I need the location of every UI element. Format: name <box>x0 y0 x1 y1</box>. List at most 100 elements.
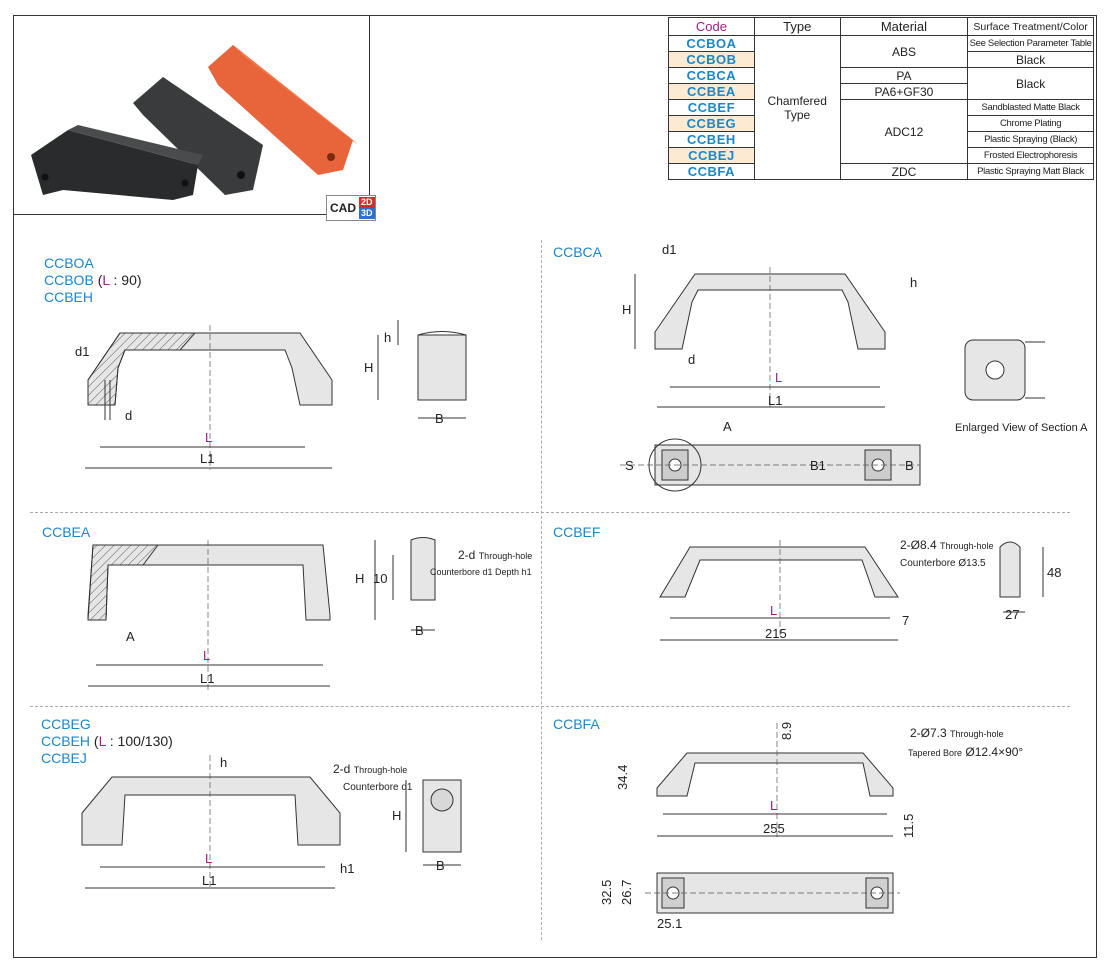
dim-L1: L1 <box>768 393 782 408</box>
row-divider <box>30 706 1070 707</box>
hole-small: Through-hole <box>478 551 533 561</box>
section5-side-view: H B <box>392 779 462 873</box>
dim-B: B <box>436 858 445 873</box>
hole-main: 2-d <box>333 762 351 776</box>
section6-hole-note: 2-Ø7.3 Through-hole <box>910 726 1004 740</box>
dim-8-9: 8.9 <box>779 722 794 740</box>
dim-215: 215 <box>765 626 787 641</box>
dim-L1: L1 <box>200 671 214 686</box>
header-material: Material <box>839 17 969 36</box>
dim-25-1: 25.1 <box>657 916 682 931</box>
code-cell: CCBEG <box>668 115 755 132</box>
dim-H: H <box>355 571 364 586</box>
material-abs: ABS <box>839 35 969 68</box>
table-row: CCBOB Black <box>668 51 1094 68</box>
section2-top-view: S B1 B A <box>620 419 921 492</box>
dim-34-4: 34.4 <box>615 765 630 790</box>
code-cell: CCBOA <box>668 35 755 52</box>
hole-small: Through-hole <box>353 765 408 775</box>
column-divider <box>541 240 542 940</box>
dim-L: L <box>775 370 782 385</box>
code-cell: CCBCA <box>668 67 755 84</box>
cad-badge[interactable]: CAD 2D 3D <box>326 195 376 221</box>
dim-L: L <box>770 798 777 813</box>
dim-B: B <box>905 458 914 473</box>
header-code: Code <box>668 17 755 36</box>
dim-32-5: 32.5 <box>599 880 614 905</box>
section-a-enlarged <box>964 339 1045 401</box>
dim-h1: h1 <box>340 861 354 876</box>
dim-L: L <box>770 603 777 618</box>
dim-h: h <box>384 330 391 345</box>
section4-front-view: L 215 7 <box>659 540 909 641</box>
dim-h: h <box>910 275 917 290</box>
section3-hole-note2: Counterbore d1 Depth h1 <box>430 567 532 577</box>
black-handle-front <box>31 125 203 200</box>
surface-cell: Sandblasted Matte Black <box>967 99 1094 116</box>
dim-d1: d1 <box>662 242 676 257</box>
surface-cell: Black <box>967 51 1094 68</box>
section1-note: ( <box>97 272 103 288</box>
section5-note: : 100/130) <box>109 733 173 749</box>
section1-code: CCBOB <box>44 272 94 288</box>
table-header-row: Code Type Material Surface Treatment/Col… <box>668 17 1094 36</box>
surface-cell: Plastic Spraying Matt Black <box>967 163 1094 180</box>
section2-title: CCBCA <box>553 244 603 260</box>
cad-3d[interactable]: 3D <box>359 208 375 219</box>
header-surface: Surface Treatment/Color <box>967 17 1094 36</box>
section6-top-view: 32.5 26.7 25.1 <box>599 872 900 931</box>
material-pa: PA <box>839 67 969 84</box>
material-adc: ADC12 <box>839 99 969 164</box>
surface-cell: Chrome Plating <box>967 115 1094 132</box>
dim-d: d <box>125 408 132 423</box>
section1-note: : 90) <box>113 272 142 288</box>
dim-L: L <box>205 851 212 866</box>
page-frame <box>13 15 1097 958</box>
section5-note-L: L <box>98 733 106 749</box>
section2-front-view: L L1 H h d d1 <box>622 242 917 408</box>
section1-code: CCBOA <box>44 255 94 271</box>
black-handle-back <box>133 77 263 195</box>
section6-title: CCBFA <box>553 716 600 732</box>
dim-10: 10 <box>373 571 387 586</box>
hole-main: 2-Ø7.3 <box>910 726 947 740</box>
dim-h: h <box>220 755 227 770</box>
dim-L1: L1 <box>202 873 216 888</box>
section1-code: CCBEH <box>44 289 94 305</box>
product-photo-box: CAD 2D 3D <box>13 15 376 221</box>
section6-hole-note2: Tapered Bore Ø12.4×90° <box>908 745 1023 759</box>
section5-front-view: L L1 h h1 <box>81 755 354 890</box>
dim-B: B <box>435 411 444 426</box>
section3-hole-note: 2-d Through-hole <box>458 548 532 562</box>
section-a-marker: A <box>723 419 732 434</box>
table-row: CCBEF ADC12 Sandblasted Matte Black <box>668 99 1094 164</box>
material-pagf: PA6+GF30 <box>839 83 969 100</box>
type-cell: Chamfered Type <box>753 35 841 180</box>
dim-B: B <box>415 623 424 638</box>
code-cell: CCBEJ <box>668 147 755 164</box>
dim-H: H <box>364 360 373 375</box>
section3-marker-a: A <box>126 629 135 644</box>
section3-title: CCBEA <box>42 524 91 540</box>
section5-title: CCBEG CCBEH (L : 100/130) CCBEJ <box>41 716 173 767</box>
code-cell: CCBFA <box>668 163 755 180</box>
dim-7: 7 <box>902 613 909 628</box>
code-cell: CCBEH <box>668 131 755 148</box>
hole-line2a: Tapered Bore <box>908 748 963 758</box>
product-photo <box>31 45 358 200</box>
orange-handle <box>208 45 358 175</box>
cad-2d[interactable]: 2D <box>359 197 375 208</box>
table-row: CCBEA PA6+GF30 <box>668 83 1094 100</box>
surface-cell: Frosted Electrophoresis <box>967 147 1094 164</box>
code-cell: CCBEF <box>668 99 755 116</box>
spec-table: Code Type Material Surface Treatment/Col… <box>668 17 1094 180</box>
section5-code: CCBEJ <box>41 750 87 766</box>
table-row: CCBFA ZDC Plastic Spraying Matt Black <box>668 163 1094 180</box>
section5-code: CCBEH <box>41 733 91 749</box>
section-a-caption: Enlarged View of Section A <box>955 422 1088 434</box>
material-zdc: ZDC <box>839 163 969 180</box>
code-cell: CCBOB <box>668 51 755 68</box>
dim-48: 48 <box>1047 565 1061 580</box>
dim-11-5: 11.5 <box>901 814 916 838</box>
section4-hole-note: 2-Ø8.4 Through-hole <box>900 538 994 552</box>
